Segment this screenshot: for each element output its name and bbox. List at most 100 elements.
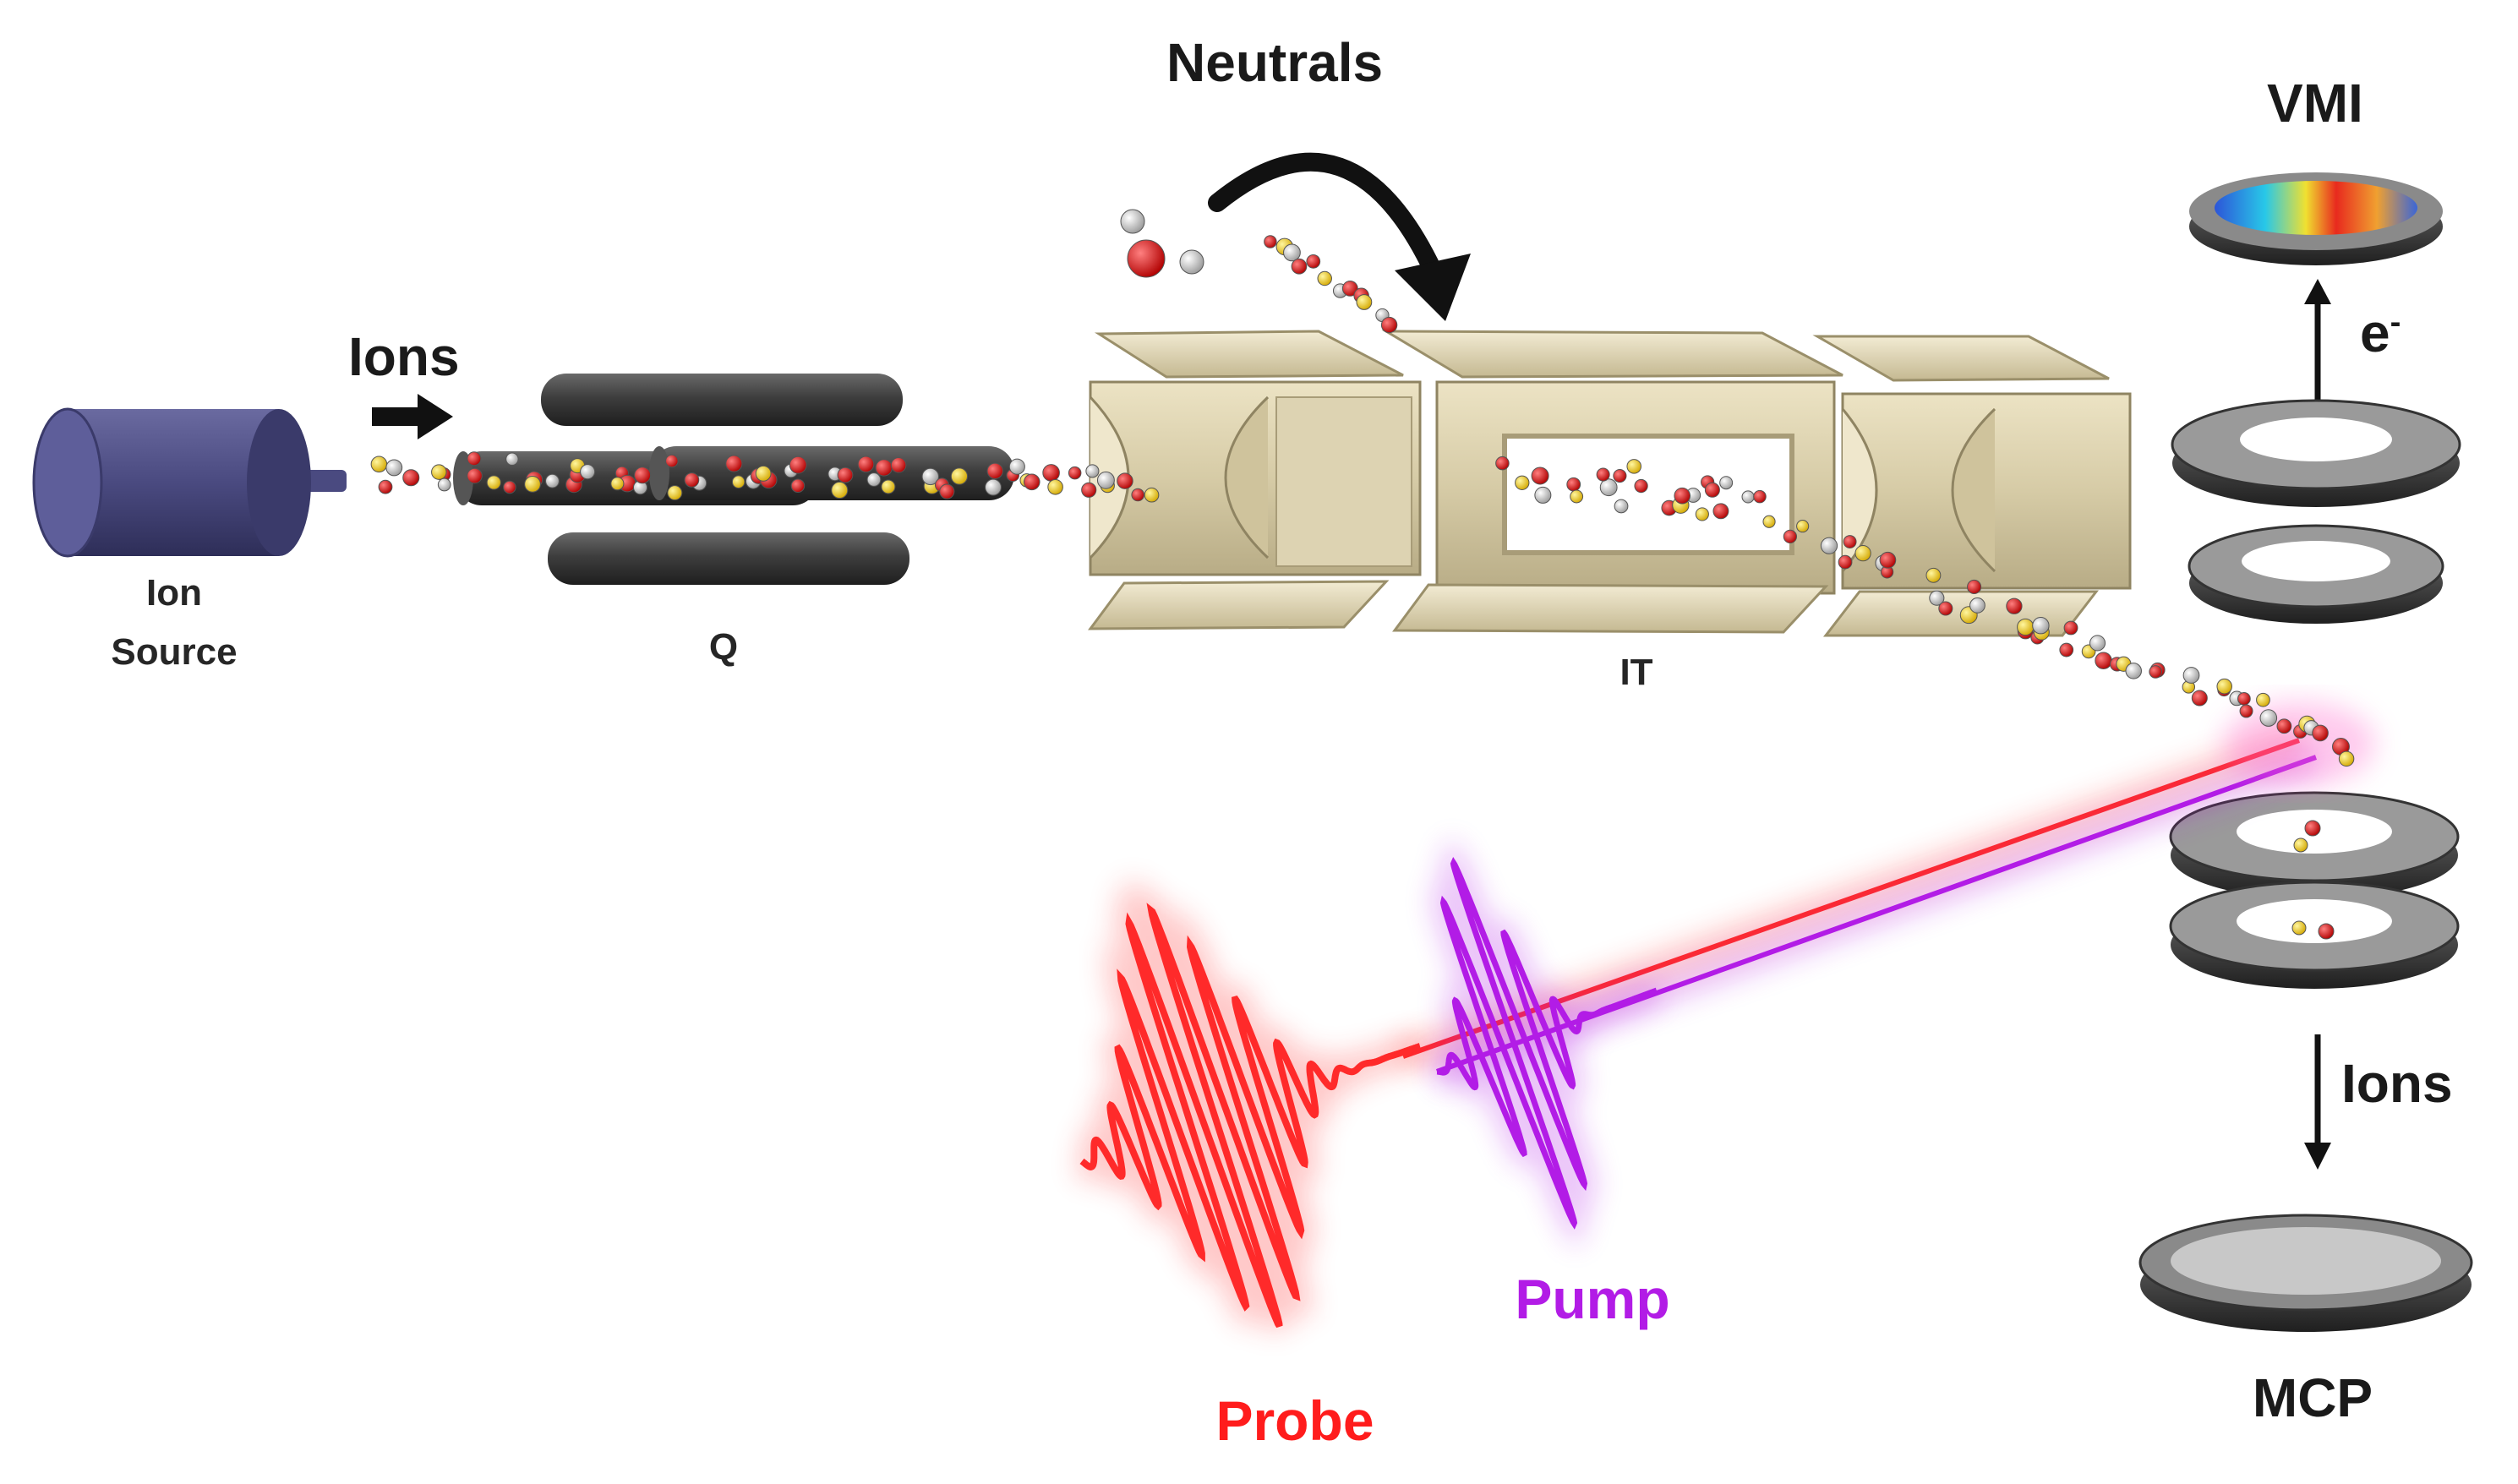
probe-label: Probe bbox=[1215, 1389, 1374, 1452]
molecule-atom bbox=[2237, 691, 2251, 706]
molecule-atom bbox=[545, 473, 560, 488]
molecule-atom bbox=[2089, 635, 2106, 652]
molecule-atom bbox=[1741, 490, 1755, 504]
ion-source bbox=[32, 407, 347, 558]
molecule-atom bbox=[1008, 458, 1025, 475]
molecule-atom bbox=[1783, 529, 1798, 544]
mcp-detector bbox=[2138, 1214, 2473, 1332]
ion-source-label-line2: Source bbox=[111, 631, 238, 673]
molecule-atom bbox=[1534, 486, 1552, 504]
molecule-atom bbox=[1599, 478, 1618, 497]
water-hydrogen bbox=[1120, 209, 1145, 234]
molecule-atom bbox=[890, 457, 907, 473]
molecule-atom bbox=[2182, 667, 2200, 684]
molecule-atom bbox=[437, 477, 451, 492]
molecule-atom bbox=[1531, 466, 1549, 485]
molecule-atom bbox=[2149, 665, 2163, 679]
molecule-atom bbox=[950, 467, 969, 485]
molecule-atom bbox=[1356, 294, 1373, 310]
ions-label-bottom: Ions bbox=[2341, 1053, 2453, 1114]
molecule-atom bbox=[431, 464, 447, 480]
molecule-atom bbox=[486, 475, 501, 490]
molecule-atom bbox=[725, 455, 743, 472]
molecule-atom bbox=[1306, 254, 1321, 269]
water-oxygen bbox=[1127, 239, 1166, 278]
molecule-atom bbox=[1938, 601, 1953, 616]
molecule-atom bbox=[2125, 663, 2142, 679]
ion-trap-label: IT bbox=[1619, 652, 1653, 693]
molecule-atom bbox=[1929, 590, 1945, 606]
molecule-atom bbox=[378, 479, 393, 494]
molecule-atom bbox=[986, 462, 1003, 479]
electron-label: e- bbox=[2360, 303, 2401, 363]
molecule-atom bbox=[2338, 750, 2355, 767]
molecule-atom bbox=[1838, 554, 1853, 570]
quadrupole-label: Q bbox=[708, 626, 739, 668]
molecule-atom bbox=[1969, 597, 1985, 614]
molecule-atom bbox=[1085, 464, 1100, 478]
molecule-atom bbox=[503, 480, 516, 494]
molecule-atom bbox=[1317, 270, 1332, 286]
molecule-atom bbox=[2312, 724, 2329, 742]
molecule-atom bbox=[1925, 567, 1942, 583]
down-arrow-icon bbox=[2304, 1034, 2331, 1170]
molecule-atom bbox=[985, 478, 1002, 496]
probe-pulse bbox=[1073, 876, 1425, 1334]
molecule-atom bbox=[665, 454, 679, 468]
molecule-atom bbox=[1264, 235, 1277, 248]
curved-arrow-icon bbox=[1208, 152, 1471, 321]
electrode-plates-lower bbox=[2169, 791, 2460, 989]
molecule-atom bbox=[2291, 920, 2307, 936]
molecule-atom bbox=[2095, 652, 2112, 670]
molecule-atom bbox=[1762, 515, 1776, 528]
molecule-atom bbox=[1695, 507, 1709, 521]
molecule-atom bbox=[1042, 464, 1060, 482]
molecule-atom bbox=[857, 456, 875, 473]
electrode-plates-upper bbox=[2171, 399, 2461, 624]
molecule-atom bbox=[2276, 718, 2292, 734]
molecule-atom bbox=[385, 459, 403, 477]
molecule-atom bbox=[580, 464, 596, 480]
molecule-atom bbox=[610, 477, 625, 491]
molecule-atom bbox=[755, 465, 772, 482]
molecule-atom bbox=[875, 459, 893, 477]
vmi-label: VMI bbox=[2267, 73, 2363, 134]
molecule-atom bbox=[789, 456, 807, 474]
water-hydrogen bbox=[1179, 249, 1204, 275]
molecule-atom bbox=[634, 466, 652, 484]
molecule-atom bbox=[1712, 503, 1729, 520]
molecule-atom bbox=[1843, 535, 1857, 548]
molecule-atom bbox=[1674, 487, 1691, 505]
molecule-atom bbox=[1796, 520, 1810, 533]
molecule-atom bbox=[1291, 258, 1308, 275]
pump-label: Pump bbox=[1515, 1268, 1670, 1330]
molecule-atom bbox=[837, 466, 854, 483]
molecule-atom bbox=[1566, 477, 1581, 492]
molecule-atom bbox=[1704, 482, 1720, 498]
molecule-atom bbox=[1613, 468, 1627, 483]
molecule-atom bbox=[1283, 243, 1301, 262]
molecule-atom bbox=[1719, 476, 1734, 490]
laser-focus-glow bbox=[2223, 701, 2375, 786]
molecule-atom bbox=[467, 467, 483, 484]
molecule-atom bbox=[1096, 471, 1115, 489]
molecule-atom bbox=[2032, 617, 2050, 635]
molecule-atom bbox=[2017, 618, 2035, 636]
ions-label-top: Ions bbox=[348, 326, 460, 387]
molecule-atom bbox=[505, 452, 519, 466]
molecule-atom bbox=[2216, 678, 2232, 695]
molecule-atom bbox=[2191, 690, 2208, 707]
molecule-atom bbox=[1879, 551, 1897, 569]
neutrals-label: Neutrals bbox=[1166, 32, 1384, 93]
molecule-atom bbox=[1614, 499, 1629, 514]
molecule-atom bbox=[2259, 709, 2278, 727]
molecule-atom bbox=[1967, 579, 1982, 595]
molecule-atom bbox=[1626, 459, 1642, 474]
molecule-atom bbox=[1341, 280, 1358, 297]
molecule-atom bbox=[731, 475, 746, 488]
right-arrow-icon bbox=[372, 394, 453, 439]
ion-trap bbox=[1088, 330, 2132, 637]
molecule-atom bbox=[790, 478, 806, 494]
